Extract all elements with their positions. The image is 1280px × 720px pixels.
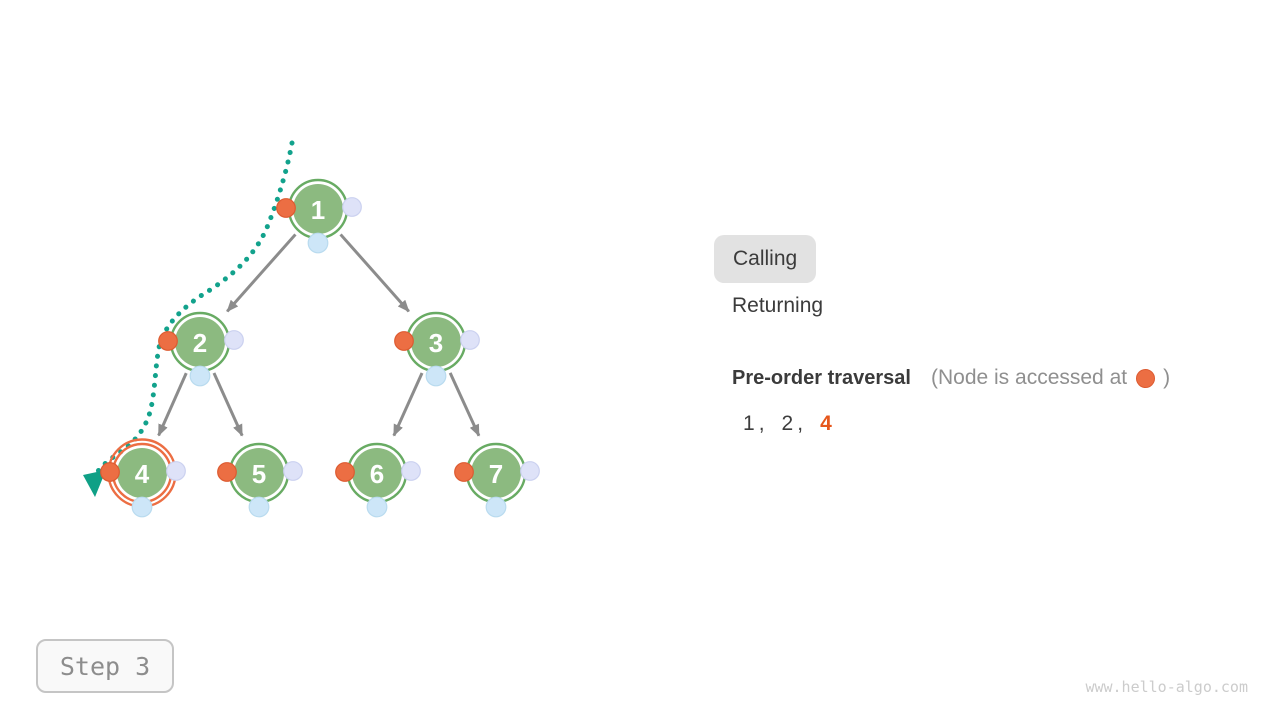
tree-node-4: 4	[100, 438, 186, 518]
node-circle	[352, 448, 402, 498]
call-dot-icon	[217, 462, 237, 482]
node-label: 7	[489, 459, 503, 489]
call-dot-icon	[454, 462, 474, 482]
caption-note: (Node is accessed at )	[931, 366, 1170, 390]
right-dot-icon	[401, 461, 421, 481]
bottom-dot-icon	[366, 496, 388, 518]
step-label: Step 3	[59, 651, 151, 681]
tree-node-1: 1	[276, 178, 362, 254]
call-dot-icon	[158, 331, 178, 351]
watermark: www.hello-algo.com	[1085, 678, 1248, 696]
sequence-separator: ,	[797, 412, 804, 435]
tree-node-7: 7	[454, 442, 540, 518]
caption-title: Pre-order traversal	[732, 366, 911, 389]
call-dot-icon	[276, 198, 296, 218]
node-circle	[293, 184, 343, 234]
right-dot-icon	[520, 461, 540, 481]
tree-node-3: 3	[394, 311, 480, 387]
node-label: 5	[252, 459, 266, 489]
caption-note-close: )	[1163, 366, 1171, 389]
sequence-separator: ,	[758, 412, 765, 435]
bottom-dot-icon	[248, 496, 270, 518]
node-circle	[175, 317, 225, 367]
legend-item-returning[interactable]: Returning	[732, 294, 823, 318]
node-circle	[234, 448, 284, 498]
tree-edge	[157, 372, 188, 437]
caption-note-open: (Node is accessed at	[930, 366, 1128, 389]
legend-item-calling[interactable]: Calling	[714, 235, 817, 283]
node-circle	[471, 448, 521, 498]
right-dot-icon	[224, 330, 244, 350]
traversal-cursor-icon	[83, 470, 106, 497]
legend-calling-label: Calling	[733, 247, 798, 270]
right-dot-icon	[342, 197, 362, 217]
bottom-dot-icon	[189, 365, 211, 387]
tree-nodes: 1 2 3 4 5 6 7	[100, 178, 540, 518]
tree-edge	[226, 233, 297, 313]
traversal-dotted-path	[91, 140, 295, 480]
tree-edges	[157, 233, 481, 437]
bottom-dot-icon	[485, 496, 507, 518]
access-dot-icon	[1136, 368, 1156, 388]
bottom-dot-icon	[425, 365, 447, 387]
tree-node-6: 6	[335, 442, 421, 518]
bottom-dot-icon	[307, 232, 329, 254]
node-label: 2	[193, 328, 207, 358]
tree-edge	[392, 372, 424, 437]
step-badge: Step 3	[36, 639, 174, 693]
bottom-dot-icon	[131, 496, 153, 518]
right-dot-icon	[166, 461, 186, 481]
node-label: 6	[370, 459, 384, 489]
right-dot-icon	[460, 330, 480, 350]
node-label: 3	[429, 328, 443, 358]
sequence-value: 2	[781, 412, 794, 435]
tree-node-5: 5	[217, 442, 303, 518]
legend-returning-label: Returning	[732, 294, 824, 317]
node-circle	[411, 317, 461, 367]
caption-row: Pre-order traversal (Node is accessed at…	[732, 366, 1170, 390]
traversal-sequence: 1,2,4	[743, 412, 832, 436]
sequence-value: 1	[743, 412, 755, 435]
node-label: 4	[135, 459, 150, 489]
sequence-value: 4	[820, 412, 832, 435]
binary-tree-diagram: 1 2 3 4 5 6 7	[83, 140, 540, 518]
tree-node-2: 2	[158, 311, 244, 387]
right-dot-icon	[283, 461, 303, 481]
node-circle	[117, 448, 167, 498]
tree-edge	[448, 372, 481, 437]
tree-edge	[212, 372, 244, 437]
call-dot-icon	[335, 462, 355, 482]
tree-edge	[339, 233, 410, 313]
call-dot-icon	[394, 331, 414, 351]
node-label: 1	[311, 195, 325, 225]
call-dot-icon	[100, 462, 120, 482]
